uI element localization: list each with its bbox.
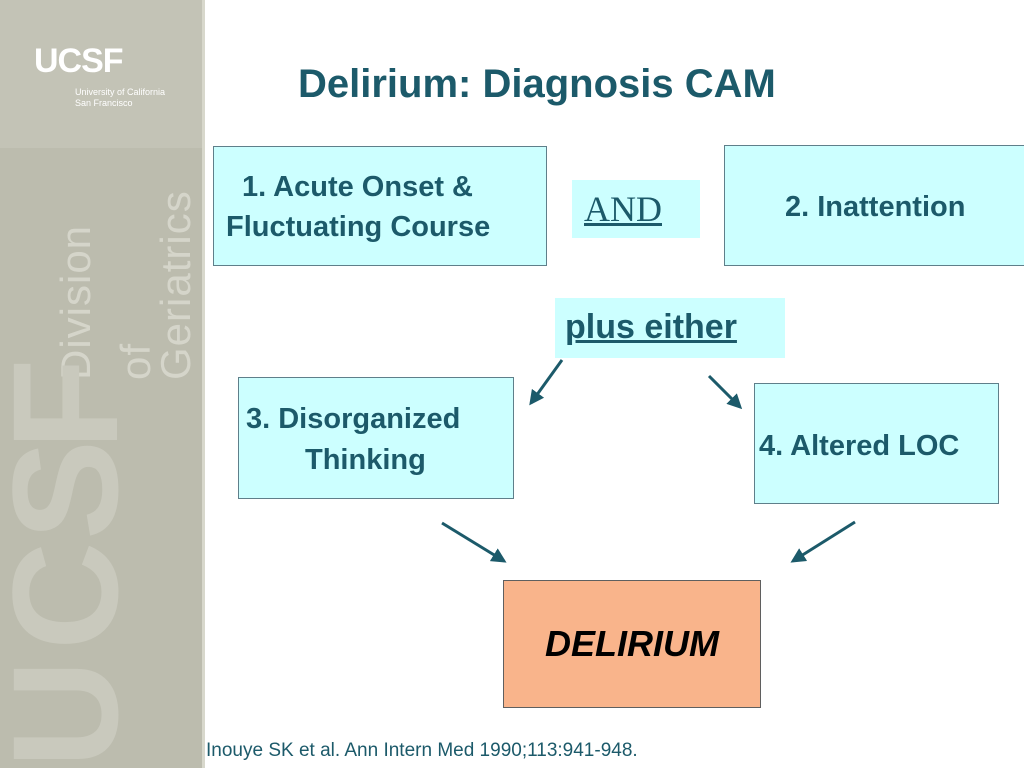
citation: Inouye SK et al. Ann Intern Med 1990;113… — [206, 740, 638, 761]
box-acute-onset-line1: 1. Acute Onset & — [242, 171, 473, 203]
plus-either-connector: plus either — [555, 298, 785, 358]
box-inattention-label: 2. Inattention — [785, 191, 966, 223]
and-connector: AND — [572, 180, 700, 238]
box-acute-onset-line2: Fluctuating Course — [226, 211, 491, 243]
ucsf-logo: UCSF — [34, 42, 124, 80]
box-disorganized-line2: Thinking — [305, 444, 426, 476]
box-altered-loc: 4. Altered LOC — [754, 383, 999, 504]
delirium-label: DELIRIUM — [545, 623, 719, 664]
sidebar-panel: UCSF University of California San Franci… — [0, 0, 205, 768]
and-label: AND — [584, 189, 662, 229]
box-altered-loc-label: 4. Altered LOC — [759, 430, 960, 462]
box-inattention: 2. Inattention — [724, 145, 1024, 266]
box-disorganized-thinking: 3. Disorganized Thinking — [238, 377, 514, 499]
arrow-disorganized-to-delirium — [441, 521, 507, 563]
box-disorganized-line1: 3. Disorganized — [246, 403, 461, 435]
slide-title: Delirium: Diagnosis CAM — [298, 62, 776, 106]
logo-subtitle-line2: San Francisco — [75, 98, 133, 108]
logo-subtitle-line1: University of California — [75, 87, 166, 97]
box-acute-onset: 1. Acute Onset & Fluctuating Course — [213, 146, 547, 266]
box-delirium: DELIRIUM — [503, 580, 761, 708]
sidebar-logo-band — [0, 0, 205, 148]
arrow-to-altered-loc — [707, 374, 743, 410]
arrow-altered-loc-to-delirium — [790, 520, 856, 563]
sidebar-edge — [202, 0, 205, 768]
arrow-to-disorganized — [529, 359, 564, 406]
plus-either-label: plus either — [565, 308, 737, 346]
